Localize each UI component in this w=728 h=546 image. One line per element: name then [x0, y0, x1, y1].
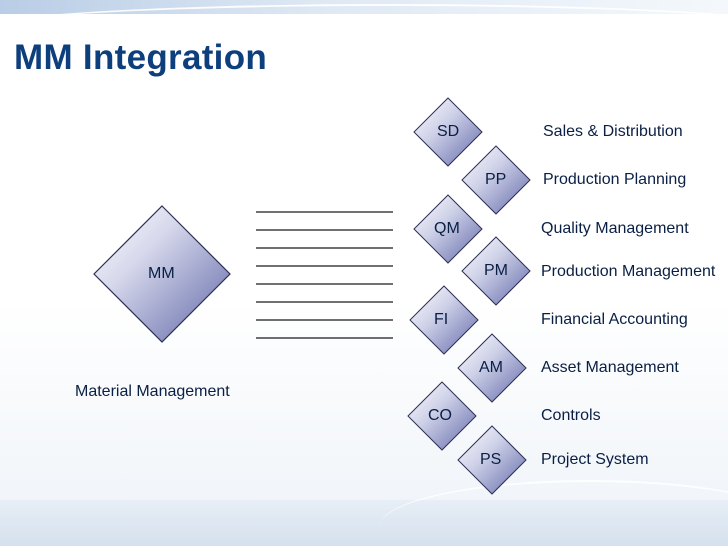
co-name: Controls — [541, 407, 601, 424]
sd-name: Sales & Distribution — [543, 123, 683, 140]
qm-code: QM — [434, 220, 460, 237]
pp-diamond — [461, 145, 531, 215]
qm-name: Quality Management — [541, 220, 689, 237]
mm-diamond — [93, 205, 231, 343]
pm-diamond — [461, 236, 531, 306]
co-code: CO — [428, 407, 452, 424]
pp-name: Production Planning — [543, 171, 687, 188]
am-name: Asset Management — [541, 359, 679, 376]
co-diamond — [407, 381, 477, 451]
pm-code: PM — [484, 262, 508, 279]
top-wave-decoration — [0, 4, 728, 66]
fi-name: Financial Accounting — [541, 311, 688, 328]
mm-caption: Material Management — [75, 383, 230, 400]
connector-lines — [256, 211, 393, 339]
fi-code: FI — [434, 311, 449, 328]
pp-code: PP — [485, 171, 507, 188]
bottom-wave-decoration — [380, 480, 728, 546]
am-diamond — [457, 333, 527, 403]
sd-code: SD — [437, 123, 460, 140]
pm-name: Production Management — [541, 263, 716, 280]
ps-code: PS — [480, 451, 502, 468]
ps-name: Project System — [541, 451, 649, 468]
ps-diamond — [457, 425, 527, 495]
qm-diamond — [413, 194, 483, 264]
slide-title: MM Integration — [14, 38, 268, 77]
am-code: AM — [479, 359, 503, 376]
sd-diamond — [413, 97, 483, 167]
mm-code: MM — [148, 265, 175, 282]
fi-diamond — [409, 285, 479, 355]
